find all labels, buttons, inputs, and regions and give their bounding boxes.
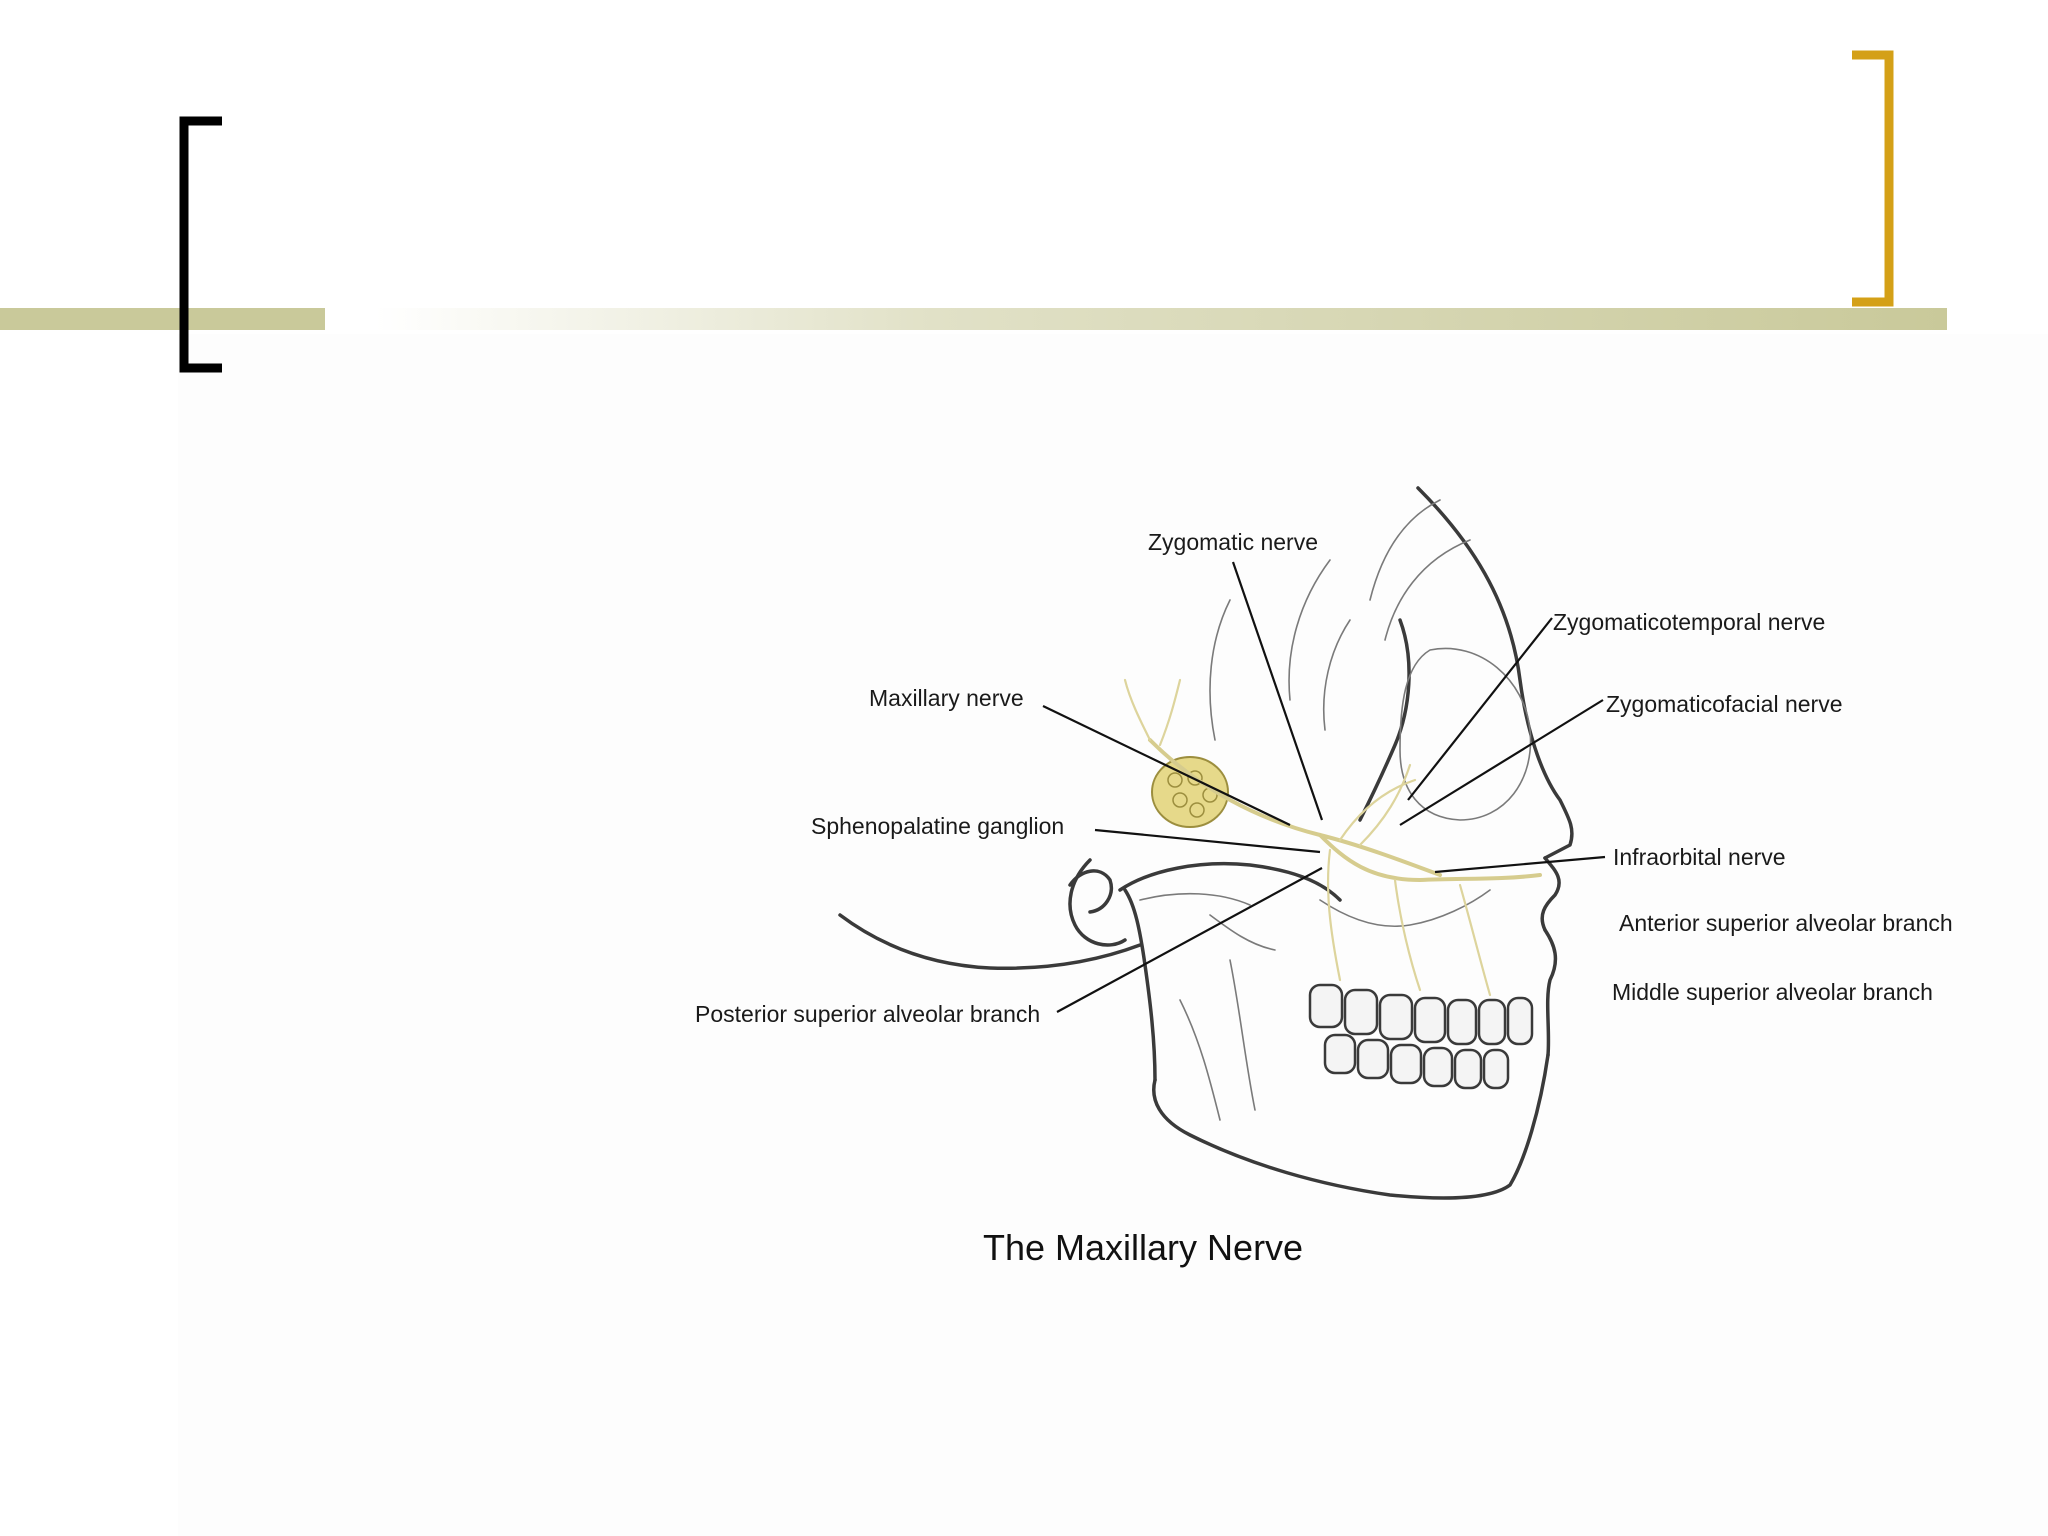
leader-lines [1042, 561, 1606, 1013]
label-middle-superior-alveolar-branch: Middle superior alveolar branch [1612, 979, 1933, 1005]
label-posterior-superior-alveolar-branch: Posterior superior alveolar branch [695, 1001, 1040, 1027]
leader-posterior-superior-alveolar-branch [1056, 867, 1323, 1013]
maxillary-nerve-branches [1123, 678, 1542, 997]
label-anterior-superior-alveolar-branch: Anterior superior alveolar branch [1619, 910, 1953, 936]
leader-zygomatic-nerve [1231, 561, 1324, 821]
upper-teeth [1308, 983, 1534, 1046]
leader-zygomaticotemporal-nerve [1407, 617, 1553, 801]
figure-caption: The Maxillary Nerve [983, 1227, 1303, 1268]
left-bracket-icon [179, 116, 222, 373]
leader-infraorbital-nerve [1434, 855, 1606, 874]
figure-labels: Zygomatic nerve Zygomaticotemporal nerve… [695, 529, 1953, 1027]
leader-zygomaticofacial-nerve [1399, 699, 1604, 826]
leader-maxillary-nerve [1042, 705, 1291, 826]
label-infraorbital-nerve: Infraorbital nerve [1613, 844, 1786, 870]
right-bracket-icon [1852, 50, 1894, 307]
skull-illustration [838, 486, 1574, 1200]
figure-panel [178, 334, 2048, 1536]
label-sphenopalatine-ganglion: Sphenopalatine ganglion [811, 813, 1064, 839]
lower-teeth [1323, 1033, 1510, 1090]
leader-sphenopalatine-ganglion [1094, 828, 1321, 854]
label-zygomaticofacial-nerve: Zygomaticofacial nerve [1606, 691, 1843, 717]
accent-bar-right [375, 308, 1947, 330]
accent-bar-left [0, 308, 325, 330]
label-zygomatic-nerve: Zygomatic nerve [1148, 529, 1318, 555]
label-zygomaticotemporal-nerve: Zygomaticotemporal nerve [1553, 609, 1825, 635]
label-maxillary-nerve: Maxillary nerve [869, 685, 1024, 711]
